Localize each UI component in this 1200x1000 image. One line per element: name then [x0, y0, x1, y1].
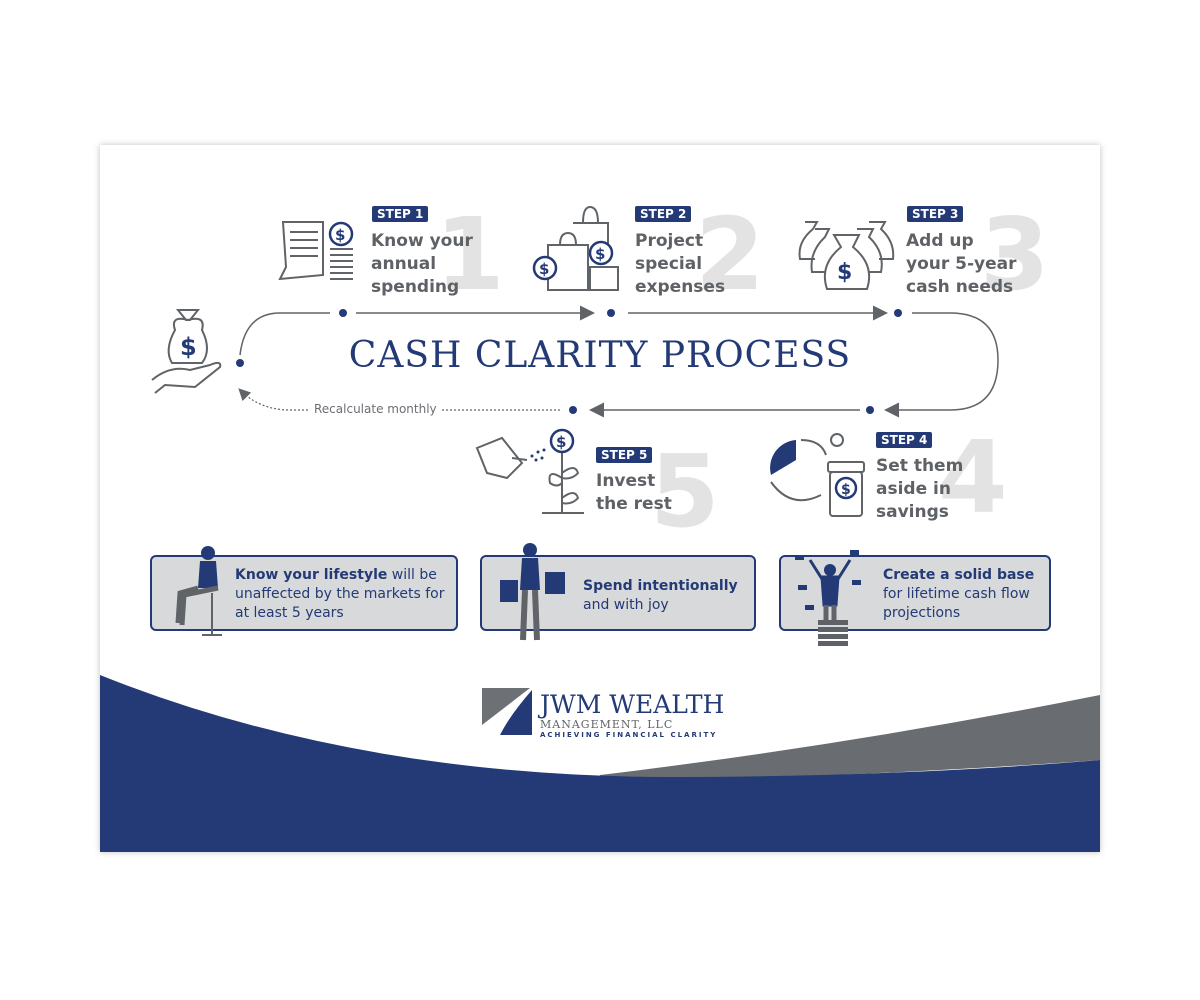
svg-text:$: $ [837, 260, 852, 285]
benefit-3-rest: for lifetime cash flow projections [883, 586, 1030, 621]
shopping-bags-icon: $ $ [532, 205, 619, 291]
step-5-line: the rest [596, 494, 672, 514]
benefit-3-bold: Create a solid base [883, 567, 1035, 583]
process-flow-lines [236, 305, 999, 418]
step-4-line: savings [876, 502, 949, 522]
savings-jar-icon: $ [770, 433, 865, 517]
benefit-1-bold: Know your lifestyle [235, 567, 388, 583]
svg-text:$: $ [556, 433, 566, 451]
step-4-line: aside in [876, 479, 951, 499]
logo-subtitle: MANAGEMENT, LLC [540, 718, 674, 731]
svg-text:$: $ [180, 333, 197, 361]
woman-sitting-illustration [175, 546, 222, 636]
step-3-badge: STEP 3 [907, 206, 964, 222]
logo-name: JWM WEALTH [540, 690, 725, 719]
watering-plant-icon: $ [475, 428, 584, 514]
svg-text:$: $ [841, 482, 851, 498]
woman-shopping-illustration [500, 543, 565, 641]
step-1-text: Know your annual spending [371, 230, 473, 299]
hand-money-bag-icon: $ [151, 309, 222, 394]
step-5-badge: STEP 5 [596, 447, 653, 463]
step-5-number: 5 [650, 433, 720, 550]
logo-tagline: ACHIEVING FINANCIAL CLARITY [540, 731, 718, 739]
step-3-number: 3 [980, 196, 1050, 313]
page-title: CASH CLARITY PROCESS [348, 335, 852, 376]
step-2-text: Project special expenses [635, 230, 725, 299]
step-2-line: special [635, 254, 703, 274]
step-1-line: spending [371, 277, 460, 297]
receipt-dollar-icon: $ [278, 221, 354, 281]
benefit-2-rest: and with joy [583, 597, 669, 613]
step-5-line: Invest [596, 471, 656, 491]
step-4-text: Set them aside in savings [876, 455, 963, 524]
step-2-line: Project [635, 231, 704, 251]
step-1-line: Know your [371, 231, 473, 251]
infographic-card: $ CASH CLARITY PROCESS Recalculate month… [100, 145, 1100, 852]
benefit-2-text: Spend intentionally and with joy [583, 577, 753, 615]
svg-text:$: $ [595, 245, 605, 263]
benefit-1-rest: will be unaffected by the markets for at… [235, 567, 445, 621]
step-1-badge: STEP 1 [372, 206, 429, 222]
benefit-2-bold: Spend intentionally [583, 578, 738, 594]
svg-text:$: $ [335, 226, 345, 244]
step-4-badge: STEP 4 [876, 432, 933, 448]
step-2-badge: STEP 2 [635, 206, 692, 222]
benefit-1-text: Know your lifestyle will be unaffected b… [235, 566, 455, 623]
benefit-3-text: Create a solid base for lifetime cash fl… [883, 566, 1053, 623]
woman-money-stack-illustration [795, 550, 861, 646]
recalculate-label: Recalculate monthly [310, 402, 441, 416]
svg-text:$: $ [539, 260, 549, 278]
step-3-line: your 5-year [906, 254, 1017, 274]
step-3-text: Add up your 5-year cash needs [906, 230, 1017, 299]
step-3-line: cash needs [906, 277, 1014, 297]
step-3-line: Add up [906, 231, 974, 251]
step-2-line: expenses [635, 277, 726, 297]
footer-swoosh [100, 675, 1100, 852]
step-2-number: 2 [695, 196, 765, 313]
step-1-number: 1 [435, 196, 505, 313]
money-bags-icon: $ [798, 221, 895, 290]
step-1-line: annual [371, 254, 437, 274]
step-4-line: Set them [876, 456, 964, 476]
jwm-logo-mark [482, 687, 533, 750]
step-4-number: 4 [938, 419, 1008, 536]
step-5-text: Invest the rest [596, 470, 672, 516]
